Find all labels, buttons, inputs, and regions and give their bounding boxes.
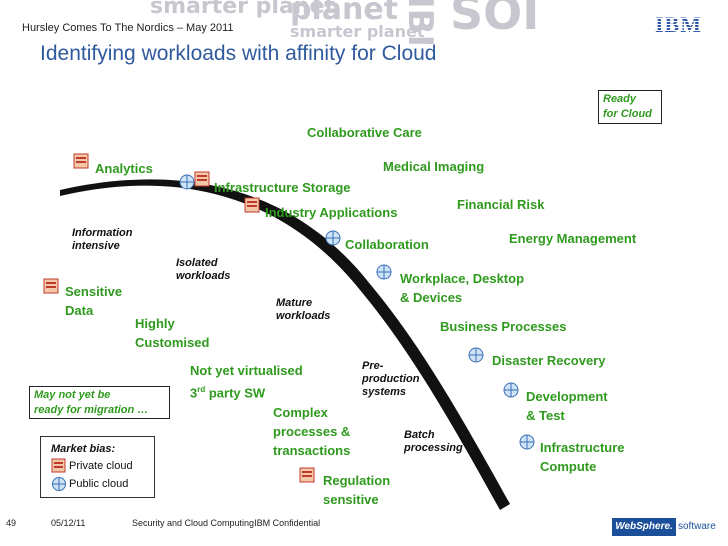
event-header: Hursley Comes To The Nordics – May 2011	[22, 22, 234, 34]
watermark-text: planet	[290, 0, 399, 27]
header-banner: smarter planet planet smarter planet IBM…	[0, 0, 728, 44]
stage-line: systems	[362, 386, 407, 398]
page-title: Identifying workloads with affinity for …	[40, 42, 437, 65]
stage-line: Pre-	[362, 360, 384, 372]
legend-private-cloud: Private cloud	[51, 457, 154, 475]
workload-line: Customised	[135, 335, 210, 350]
public-cloud-icon	[467, 346, 485, 364]
workload-line: & Devices	[400, 290, 463, 305]
public-cloud-icon	[51, 476, 69, 492]
stage-batch-processing: Batch processing	[404, 429, 463, 455]
ordinal-number: 3	[190, 385, 198, 401]
party-sw-text: party SW	[205, 385, 266, 401]
workload-business-processes: Business Processes	[440, 319, 567, 334]
stage-mature-workloads: Mature workloads	[276, 297, 330, 323]
watermark-text: smarter planet	[150, 0, 335, 19]
market-bias-heading: Market bias:	[51, 443, 116, 455]
market-bias-legend: Market bias: Private cloud Public cloud	[40, 436, 155, 498]
workload-line: sensitive	[323, 492, 379, 507]
watermark-text: SOI	[450, 0, 540, 40]
workload-financial-risk: Financial Risk	[457, 197, 545, 212]
private-cloud-icon	[42, 277, 60, 295]
private-cloud-icon	[298, 466, 316, 484]
stage-line: Information	[72, 227, 133, 239]
workload-sensitive-data: Sensitive Data	[65, 282, 122, 320]
workload-analytics: Analytics	[95, 161, 153, 176]
workload-development-test: Development & Test	[526, 387, 608, 425]
workload-line: Highly	[135, 316, 175, 331]
workload-not-yet-virtualised: Not yet virtualised 3rd party SW	[190, 361, 303, 402]
stage-line: Batch	[404, 429, 435, 441]
workload-collaborative-care: Collaborative Care	[307, 125, 422, 140]
workload-line: Complex	[273, 405, 328, 420]
footer-text: Security and Cloud ComputingIBM Confiden…	[132, 518, 321, 528]
stage-line: production	[362, 373, 420, 385]
watermark-text: smarter planet	[290, 22, 425, 41]
workload-line: Development	[526, 389, 608, 404]
websphere-logo: WebSphere. software	[612, 518, 722, 536]
public-cloud-icon	[518, 433, 536, 451]
not-ready-line-2: ready for migration …	[34, 404, 149, 416]
workload-regulation-sensitive: Regulation sensitive	[323, 471, 390, 509]
stage-line: intensive	[72, 240, 120, 252]
websphere-badge: WebSphere.	[612, 518, 676, 536]
workload-line: transactions	[273, 443, 351, 458]
public-cloud-icon	[375, 263, 393, 281]
workload-complex-processes: Complex processes & transactions	[273, 403, 350, 460]
workload-line: & Test	[526, 408, 565, 423]
stage-isolated-workloads: Isolated workloads	[176, 257, 230, 283]
workload-line: Regulation	[323, 473, 391, 488]
workload-infrastructure-compute: Infrastructure Compute	[540, 438, 625, 476]
stage-line: Mature	[276, 297, 313, 309]
workload-highly-customised: Highly Customised	[135, 314, 209, 352]
private-cloud-icon	[243, 196, 261, 214]
private-cloud-icon	[193, 170, 211, 188]
workload-line: Not yet virtualised	[190, 363, 303, 378]
private-cloud-icon	[72, 152, 90, 170]
workload-infrastructure-storage: Infrastructure Storage	[214, 180, 351, 195]
workload-line: processes &	[273, 424, 351, 439]
not-ready-box: May not yet be ready for migration …	[29, 386, 170, 419]
workload-disaster-recovery: Disaster Recovery	[492, 353, 606, 368]
ready-for-cloud-box: Ready for Cloud	[598, 90, 662, 124]
ibm-logo: IBM	[655, 13, 705, 41]
workload-energy-management: Energy Management	[509, 231, 637, 246]
workload-line: Data	[65, 303, 94, 318]
workload-workplace-desktop: Workplace, Desktop & Devices	[400, 269, 524, 307]
workload-line: Infrastructure	[540, 440, 625, 455]
stage-line: workloads	[176, 270, 231, 282]
workload-collaboration: Collaboration	[345, 237, 429, 252]
private-cloud-icon	[51, 458, 69, 474]
public-cloud-icon	[502, 381, 520, 399]
ready-line-2: for Cloud	[603, 108, 652, 120]
legend-label: Public cloud	[69, 478, 129, 490]
ready-line-1: Ready	[603, 93, 637, 105]
workload-line: Workplace, Desktop	[400, 271, 525, 286]
not-ready-line-1: May not yet be	[34, 389, 111, 401]
public-cloud-icon	[324, 229, 342, 247]
websphere-software-text: software	[678, 521, 716, 532]
public-cloud-icon	[178, 173, 196, 191]
workload-line: Sensitive	[65, 284, 123, 299]
stage-line: processing	[404, 442, 463, 454]
stage-information-intensive: Information intensive	[72, 227, 133, 253]
legend-label: Private cloud	[69, 460, 133, 472]
footer-date: 05/12/11	[51, 518, 86, 528]
page-number: 49	[6, 518, 17, 528]
workload-line: 3rd party SW	[190, 380, 303, 402]
workload-medical-imaging: Medical Imaging	[383, 159, 485, 174]
stage-line: Isolated	[176, 257, 218, 269]
stage-line: workloads	[276, 310, 331, 322]
ordinal-suffix: rd	[197, 385, 206, 394]
legend-public-cloud: Public cloud	[51, 475, 154, 493]
workload-industry-applications: Industry Applications	[265, 205, 398, 220]
workload-line: Compute	[540, 459, 597, 474]
stage-pre-production: Pre- production systems	[362, 360, 419, 399]
